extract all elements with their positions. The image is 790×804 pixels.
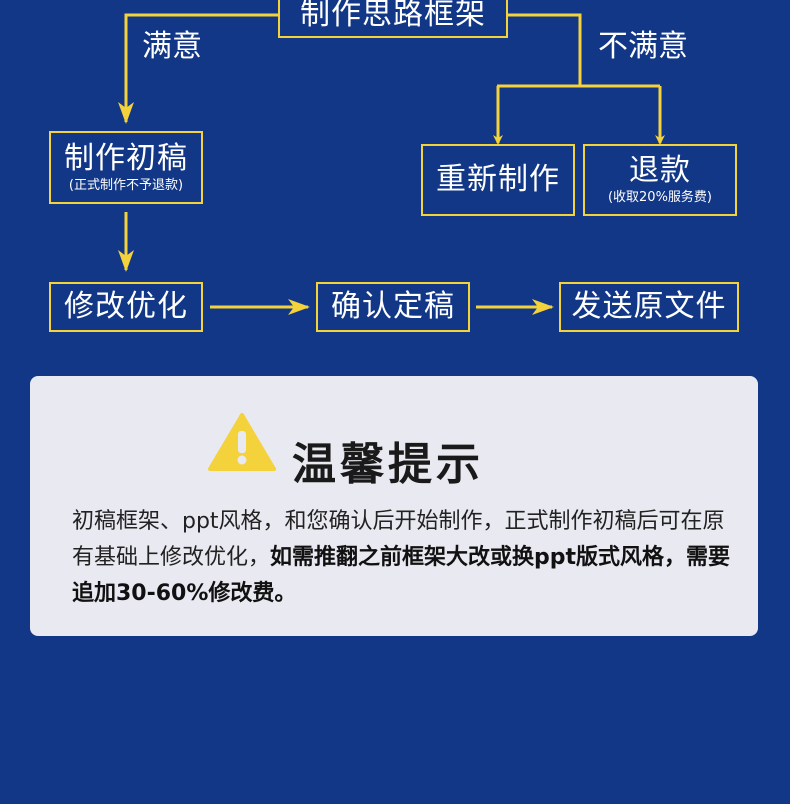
tip-text-normal: 初稿框架、ppt风格，和您确认后开始制作，正式制作初稿后可在原有基础上修改优化， <box>72 509 725 570</box>
flowchart: 制作思路框架 满意 不满意 制作初稿 (正式制作不予退款) 重新制作 退款 (收… <box>0 0 790 360</box>
unsatisfied-label: 不满意 <box>598 29 688 64</box>
satisfied-label: 满意 <box>142 29 202 64</box>
confirm-box: 确认定稿 <box>316 282 470 332</box>
confirm-label: 确认定稿 <box>331 289 455 324</box>
revise-box: 修改优化 <box>49 282 203 332</box>
connector-title-to-branch <box>508 13 582 86</box>
tip-card: 温馨提示 初稿框架、ppt风格，和您确认后开始制作，正式制作初稿后可在原有基础上… <box>30 376 758 636</box>
connector-title-to-draft <box>118 13 278 124</box>
warning-icon <box>208 413 276 471</box>
refund-note: (收取20%服务费) <box>607 190 713 205</box>
draft-label: 制作初稿 <box>64 140 188 176</box>
tip-text-bold: 如需推翻之前框架大改或换ppt版式风格，需要追加30-60%修改费。 <box>72 545 731 606</box>
flow-connectors <box>118 13 665 315</box>
revise-label: 修改优化 <box>64 289 188 324</box>
tip-title: 温馨提示 <box>292 439 484 490</box>
draft-box: 制作初稿 (正式制作不予退款) <box>49 131 203 204</box>
send-box: 发送原文件 <box>559 282 739 332</box>
draft-note: (正式制作不予退款) <box>68 177 184 193</box>
remake-box: 重新制作 <box>421 144 575 216</box>
refund-label: 退款 <box>629 153 691 188</box>
send-label: 发送原文件 <box>571 289 727 324</box>
remake-label: 重新制作 <box>436 162 560 197</box>
tip-text: 初稿框架、ppt风格，和您确认后开始制作，正式制作初稿后可在原有基础上修改优化，… <box>72 504 732 612</box>
refund-box: 退款 (收取20%服务费) <box>583 144 737 216</box>
flow-title: 制作思路框架 <box>300 0 486 32</box>
flow-title-box: 制作思路框架 <box>278 0 508 38</box>
